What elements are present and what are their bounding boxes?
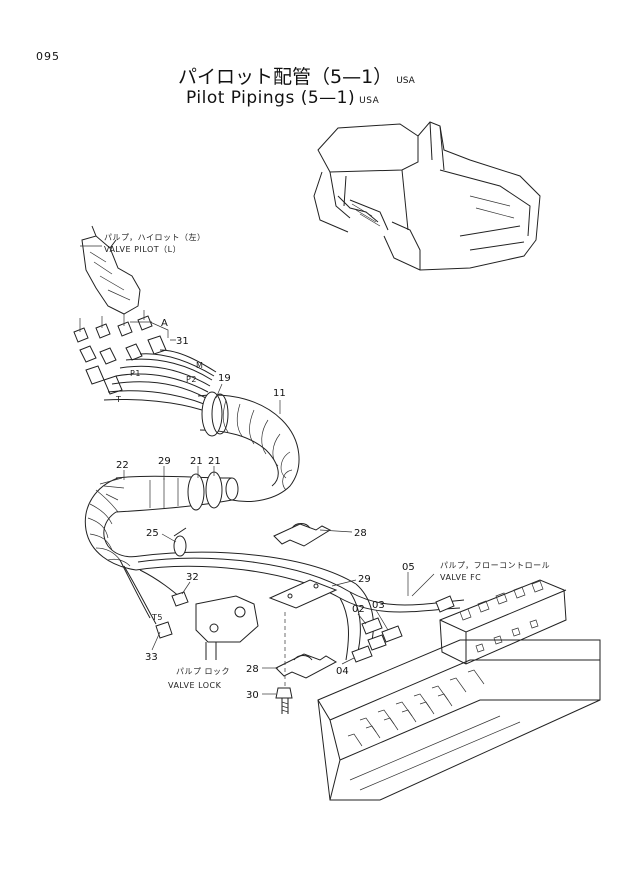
valve-lock (155, 591, 259, 660)
clamp-25 (173, 527, 187, 557)
callout-11: 11 (273, 388, 286, 399)
caption-valve-fc-jp: パルプ，フローコントロール (440, 561, 550, 570)
clamp-28-lower (275, 653, 338, 679)
title-japanese: パイロット配管（5—1）USA (178, 62, 415, 89)
callout-29-upper: 29 (158, 456, 171, 467)
hose-bundle-upper (103, 349, 217, 411)
connectors-02-03-04 (351, 617, 403, 663)
callout-30: 30 (246, 690, 259, 701)
region-tag-en: USA (359, 96, 380, 106)
title-english: Pilot Pipings (5—1)USA (186, 88, 379, 108)
caption-valve-pilot-en: VALVE PILOT（L） (104, 245, 181, 254)
captions: パルプ，ハイロット（左） VALVE PILOT（L） パルプ，フローコントロー… (104, 232, 550, 690)
port-mark-p1: P1 (130, 369, 141, 378)
clamp-28-upper (273, 523, 332, 547)
excavator-thumbnail (313, 121, 541, 271)
spiral-wrap-22 (84, 477, 141, 571)
callout-25: 25 (146, 528, 159, 539)
caption-valve-pilot-jp: パルプ，ハイロット（左） (104, 232, 205, 242)
port-mark-t: T (115, 395, 121, 404)
callout-28-lower: 28 (246, 664, 259, 675)
callouts: 11 19 22 29 21 21 25 28 29 32 05 02 03 3… (116, 318, 415, 701)
region-tag-jp: USA (396, 76, 415, 86)
caption-valve-lock-en: VALVE LOCK (168, 681, 222, 690)
callout-A: A (161, 318, 168, 329)
callout-19: 19 (218, 373, 231, 384)
valve-fc (435, 579, 567, 665)
callout-33: 33 (145, 652, 158, 663)
title-en-text: Pilot Pipings (5—1) (186, 88, 356, 108)
callout-03: 03 (372, 600, 385, 611)
page-number: 095 (36, 50, 60, 63)
title-jp-text: パイロット配管（5—1） (178, 66, 393, 88)
pilot-valve-left (81, 225, 141, 315)
callout-04: 04 (336, 666, 349, 677)
callout-05: 05 (402, 562, 415, 573)
port-mark-p2: P2 (186, 375, 197, 384)
plate-29 (268, 579, 338, 609)
callout-31: 31 (176, 336, 189, 347)
callout-21-a: 21 (190, 456, 203, 467)
protector-tube (197, 394, 300, 502)
callout-21-b: 21 (208, 456, 221, 467)
caption-valve-lock-jp: パルプ ロック (176, 667, 230, 676)
port-mark-ts: T5 (151, 613, 163, 622)
control-valve-body (317, 639, 601, 801)
callout-32: 32 (186, 572, 199, 583)
protector-lower (115, 471, 239, 513)
band-clamp-19 (201, 391, 229, 437)
bolt-30 (275, 612, 293, 714)
callout-28-upper: 28 (354, 528, 367, 539)
caption-valve-fc-en: VALVE FC (440, 573, 481, 582)
port-marks: M P2 P1 T T5 (115, 361, 203, 622)
callout-22: 22 (116, 460, 129, 471)
callout-02: 02 (352, 604, 365, 615)
port-mark-m: M (196, 361, 203, 370)
pilot-fittings (73, 310, 167, 395)
leader-lines (80, 245, 435, 695)
callout-29-lower: 29 (358, 574, 371, 585)
